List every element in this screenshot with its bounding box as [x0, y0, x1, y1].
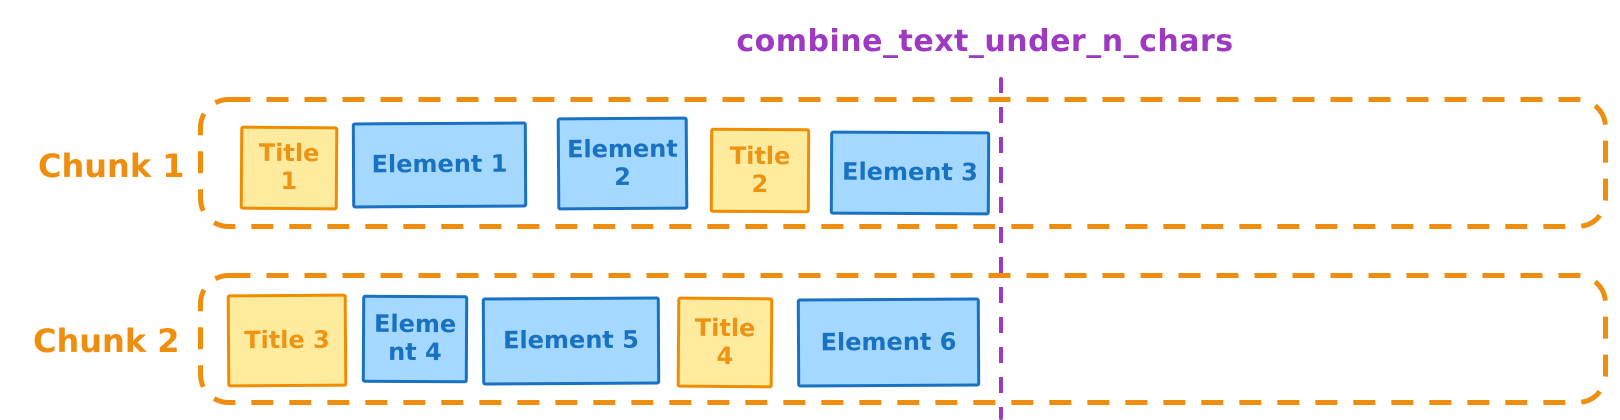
element-6-text: Element 6 [820, 327, 957, 357]
element-1-box: Element 1 [351, 121, 528, 209]
title-4-box: Title 4 [676, 296, 774, 389]
element-2-text: Element 2 [566, 134, 678, 191]
title-2-box: Title 2 [709, 127, 811, 214]
element-5-text: Element 5 [503, 325, 639, 355]
element-1-text: Element 1 [371, 149, 508, 179]
char-threshold-line [999, 77, 1003, 420]
element-6-box: Element 6 [796, 297, 981, 388]
element-4-text: Eleme nt 4 [373, 310, 457, 367]
chunk-2-boundary [198, 273, 1608, 405]
combine-text-under-n-chars-label: combine_text_under_n_chars [736, 24, 1234, 59]
title-3-text: Title 3 [244, 325, 330, 355]
element-2-box: Element 2 [556, 116, 689, 211]
title-2-text: Title 2 [729, 141, 791, 198]
element-4-box: Eleme nt 4 [361, 294, 469, 384]
title-1-text: Title 1 [258, 139, 320, 196]
element-5-box: Element 5 [481, 296, 661, 386]
chunk-1-boundary [198, 97, 1608, 229]
element-3-box: Element 3 [829, 130, 991, 216]
title-4-text: Title 4 [694, 313, 756, 370]
title-3-box: Title 3 [226, 293, 348, 388]
element-3-text: Element 3 [842, 157, 978, 187]
chunk-1-label: Chunk 1 [38, 147, 185, 185]
title-1-box: Title 1 [239, 125, 339, 211]
chunk-2-label: Chunk 2 [33, 322, 180, 360]
